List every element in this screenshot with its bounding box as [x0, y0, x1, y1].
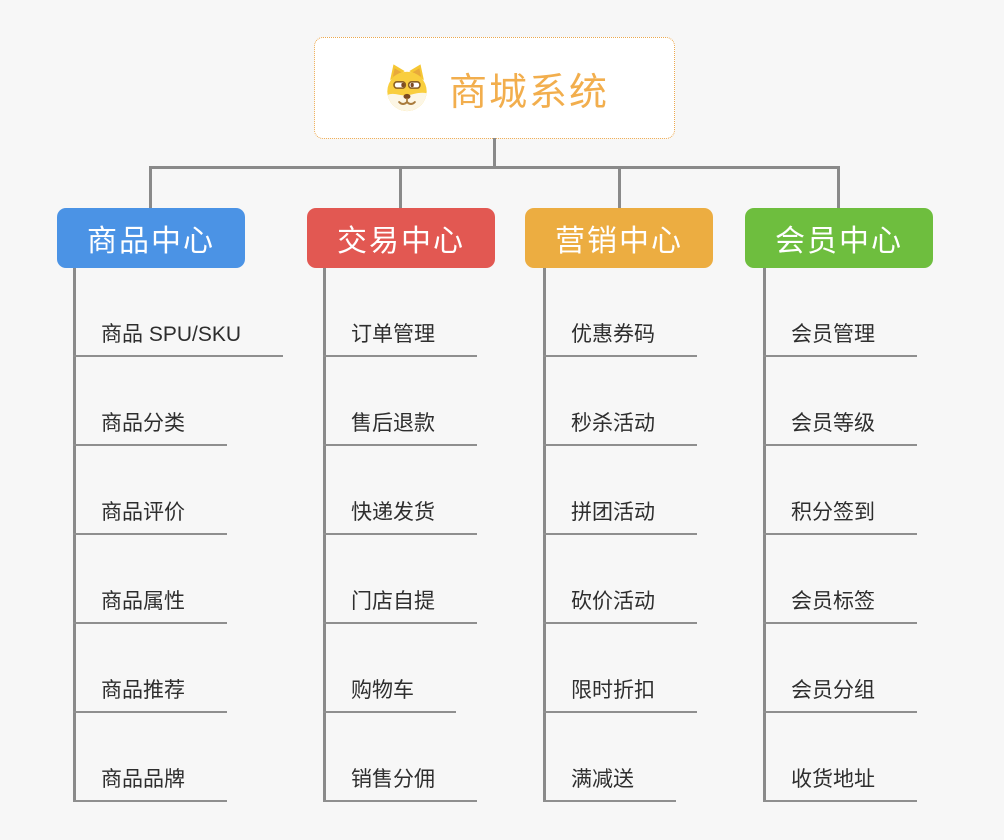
child-topic[interactable]: 商品推荐 [73, 678, 227, 713]
connector-drop-product [149, 166, 152, 209]
child-topic[interactable]: 优惠券码 [543, 322, 697, 357]
child-topic[interactable]: 售后退款 [323, 411, 477, 446]
child-topic[interactable]: 会员标签 [763, 589, 917, 624]
branch-spine-line [763, 268, 766, 802]
child-topic[interactable]: 购物车 [323, 678, 456, 713]
child-topic[interactable]: 快递发货 [323, 500, 477, 535]
child-topic[interactable]: 门店自提 [323, 589, 477, 624]
dog-face-icon [387, 64, 427, 112]
branch-children-member: 会员管理 会员等级 积分签到 会员标签 会员分组 收货地址 [763, 268, 1004, 802]
child-topic[interactable]: 商品品牌 [73, 767, 227, 802]
child-topic[interactable]: 商品属性 [73, 589, 227, 624]
root-node[interactable]: 商城系统 [314, 37, 675, 139]
connector-drop-trade [399, 166, 402, 209]
child-topic[interactable]: 积分签到 [763, 500, 917, 535]
branch-spine-line [323, 268, 326, 802]
branch-spine-line [73, 268, 76, 802]
branch-node-member[interactable]: 会员中心 [745, 208, 933, 268]
child-topic[interactable]: 限时折扣 [543, 678, 697, 713]
child-topic[interactable]: 会员管理 [763, 322, 917, 357]
connector-root-stem [493, 138, 496, 167]
child-topic[interactable]: 订单管理 [323, 322, 477, 357]
child-topic[interactable]: 销售分佣 [323, 767, 477, 802]
connector-rail [149, 166, 840, 169]
child-topic[interactable]: 商品分类 [73, 411, 227, 446]
branch-children-trade: 订单管理 售后退款 快递发货 门店自提 购物车 销售分佣 [323, 268, 573, 802]
child-topic[interactable]: 砍价活动 [543, 589, 697, 624]
child-topic[interactable]: 会员等级 [763, 411, 917, 446]
branch-node-trade[interactable]: 交易中心 [307, 208, 495, 268]
branch-node-product[interactable]: 商品中心 [57, 208, 245, 268]
child-topic[interactable]: 商品评价 [73, 500, 227, 535]
connector-drop-marketing [618, 166, 621, 209]
child-topic[interactable]: 拼团活动 [543, 500, 697, 535]
connector-drop-member [837, 166, 840, 209]
child-topic[interactable]: 收货地址 [763, 767, 917, 802]
child-topic[interactable]: 会员分组 [763, 678, 917, 713]
child-topic[interactable]: 商品 SPU/SKU [73, 322, 284, 357]
branch-node-marketing[interactable]: 营销中心 [525, 208, 713, 268]
child-topic[interactable]: 秒杀活动 [543, 411, 697, 446]
child-topic[interactable]: 满减送 [543, 767, 676, 802]
root-title: 商城系统 [448, 71, 609, 114]
branch-children-marketing: 优惠券码 秒杀活动 拼团活动 砍价活动 限时折扣 满减送 [543, 268, 793, 802]
branch-children-product: 商品 SPU/SKU 商品分类 商品评价 商品属性 商品推荐 商品品牌 [73, 268, 323, 802]
branch-spine-line [543, 268, 546, 802]
